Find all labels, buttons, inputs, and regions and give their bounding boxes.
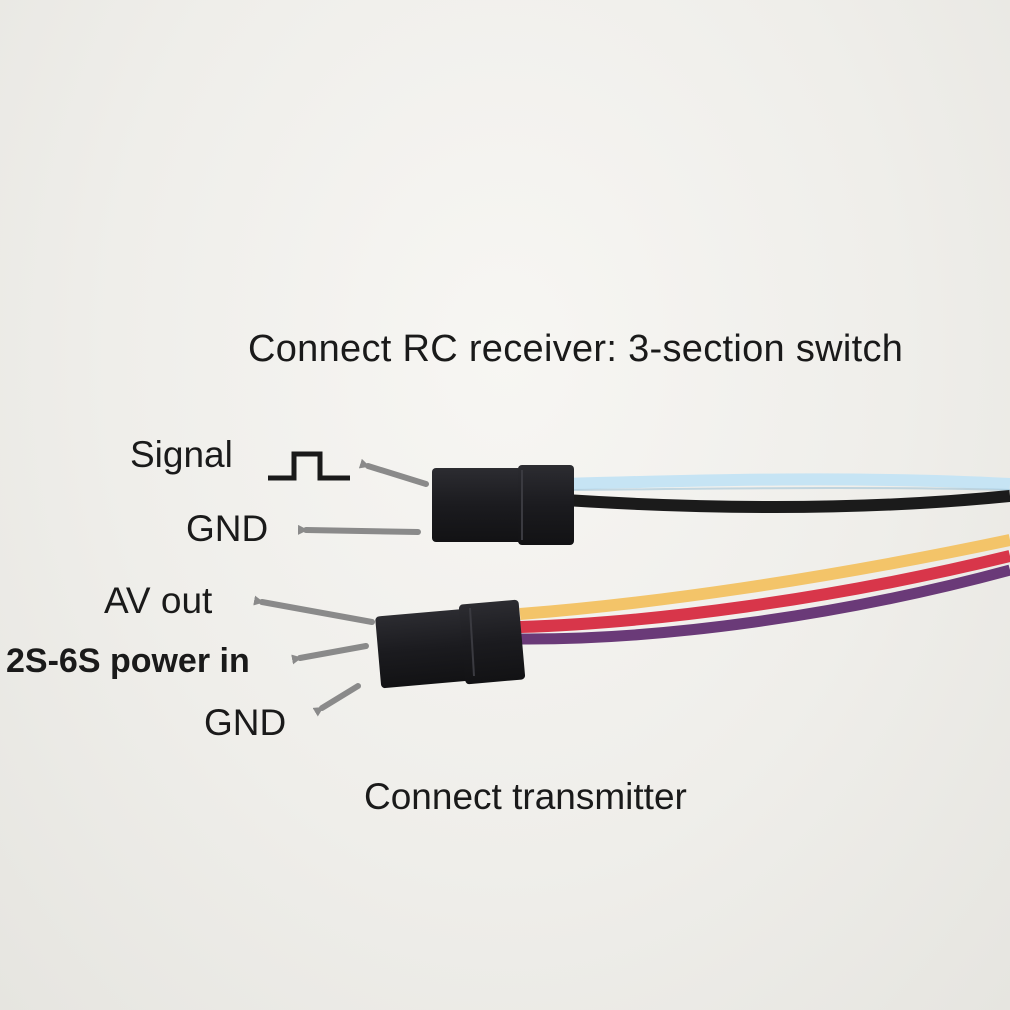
pulse-signal-icon	[268, 451, 350, 481]
arrow-signal	[358, 458, 429, 487]
arrow-gnd-receiver	[297, 524, 421, 535]
pin-arrows	[253, 458, 429, 717]
arrow-gnd-transmitter	[312, 683, 361, 717]
signal-label: Signal	[130, 434, 233, 475]
av-out-label: AV out	[104, 580, 213, 621]
receiver-wires	[564, 473, 1010, 514]
receiver-connector	[432, 465, 574, 545]
receiver-heading: Connect RC receiver: 3-section switch	[248, 328, 904, 370]
transmitter-gnd-label: GND	[204, 702, 287, 743]
transmitter-connector	[375, 599, 526, 689]
receiver-gnd-label: GND	[186, 508, 269, 549]
transmitter-caption: Connect transmitter	[364, 776, 687, 817]
arrow-av-out	[253, 595, 375, 625]
arrow-power-in	[291, 643, 369, 665]
power-in-label: 2S-6S power in	[6, 642, 250, 680]
transmitter-wires	[519, 534, 1010, 645]
